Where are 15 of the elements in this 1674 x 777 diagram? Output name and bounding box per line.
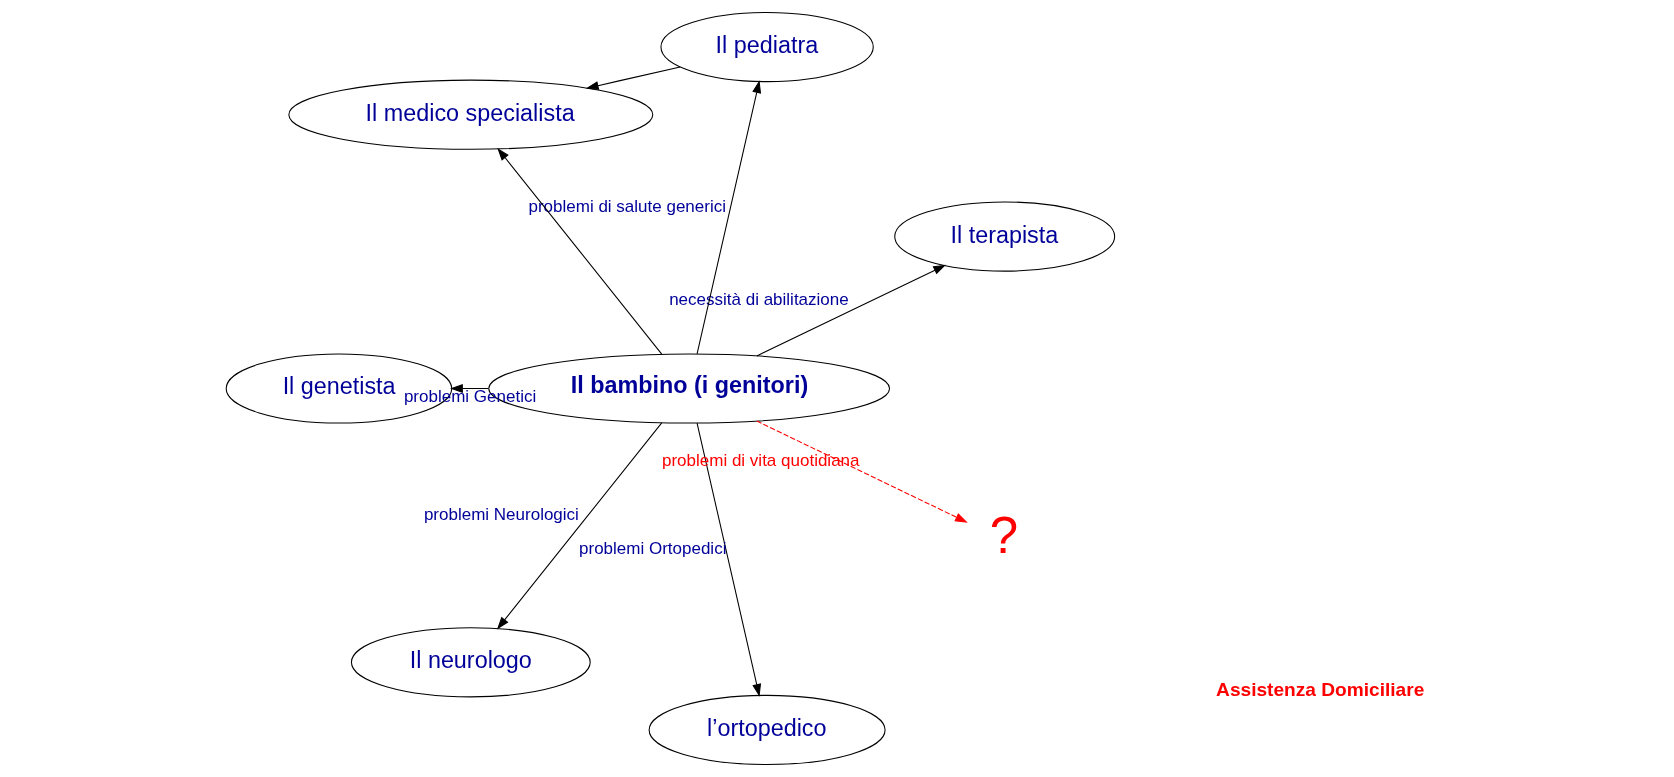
arrow xyxy=(756,420,968,523)
edge-label: problemi Neurologici xyxy=(423,504,579,524)
node-text: ? xyxy=(989,507,1019,565)
arrow xyxy=(756,264,947,357)
arrow xyxy=(696,80,762,355)
label: Assistenza Domiciliare xyxy=(1216,679,1425,701)
edge-label: problemi Ortopedici xyxy=(579,538,727,558)
node-ellipse: Il terapista xyxy=(894,201,1116,272)
arrow xyxy=(497,147,663,355)
arrow xyxy=(496,422,663,630)
node-ellipse: Il neurologo xyxy=(350,627,591,698)
node-ellipse: l’ortopedico xyxy=(648,694,886,766)
node-ellipse: Il pediatra xyxy=(660,11,874,83)
arrow xyxy=(696,422,762,697)
arrow xyxy=(585,66,681,90)
